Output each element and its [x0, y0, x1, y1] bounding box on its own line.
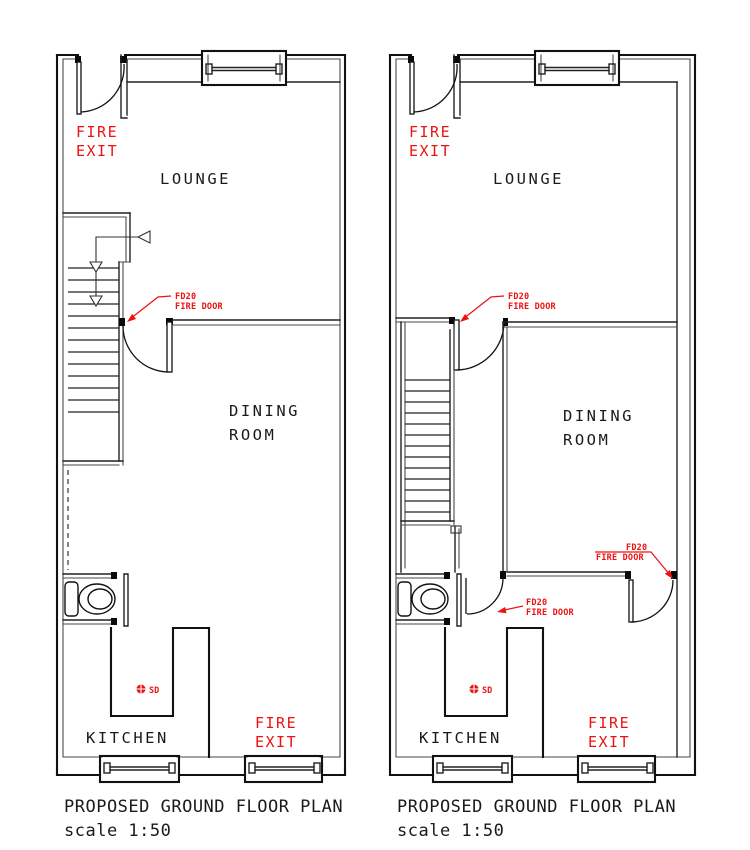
bottom-windows [98, 754, 324, 784]
room-label-dining-2: ROOM [563, 431, 610, 449]
dining-fire-door [625, 571, 677, 623]
smoke-detector: SD [136, 684, 159, 696]
stair-fire-door [449, 317, 508, 371]
fire-door-code: FD20 [508, 292, 529, 302]
fire-exit-bottom-line2: EXIT [255, 733, 297, 751]
fire-door-code: FD20 [626, 543, 647, 553]
smoke-detector: SD [469, 684, 492, 696]
fire-door-label: FIRE DOOR [175, 302, 224, 312]
entrance-fire-exit-door [75, 54, 128, 119]
kitchen-partitions [443, 626, 545, 759]
floor-plan-left: SD FD20 FIRE DOOR FIRE EXIT LOUNGE DININ… [55, 49, 347, 841]
dining-room-walls [502, 321, 678, 577]
smoke-detector-label: SD [149, 686, 159, 696]
fire-door-annotation-dining: FD20 FIRE DOOR [595, 543, 673, 579]
stair-fire-door [119, 318, 173, 373]
staircase [62, 212, 151, 570]
kitchen-fire-door [465, 571, 506, 615]
wc [62, 572, 129, 627]
room-label-lounge: LOUNGE [493, 170, 564, 188]
floor-plan-right: SD FD20 FIRE DOOR FD20 FIRE DOOR [388, 49, 697, 841]
room-label-kitchen: KITCHEN [86, 729, 169, 747]
fire-exit-top-line1: FIRE [409, 123, 451, 141]
stair-treads [68, 267, 119, 413]
lounge-dividing-wall [395, 317, 453, 323]
stair-direction-arrow [89, 230, 151, 308]
fire-exit-top-line2: EXIT [76, 142, 118, 160]
fire-door-annotation-stair: FD20 FIRE DOOR [127, 292, 224, 322]
fire-door-annotation-kitchen: FD20 FIRE DOOR [497, 598, 575, 618]
fire-exit-bottom-line1: FIRE [588, 714, 630, 732]
fire-exit-top-line2: EXIT [409, 142, 451, 160]
dining-wall [171, 319, 341, 326]
fire-door-annotation-stair: FD20 FIRE DOOR [460, 292, 557, 322]
fire-door-label: FIRE DOOR [508, 302, 557, 312]
room-label-lounge: LOUNGE [160, 170, 231, 188]
exterior-walls [388, 53, 697, 777]
exterior-walls [55, 53, 347, 777]
room-label-dining-2: ROOM [229, 426, 276, 444]
fire-door-code: FD20 [175, 292, 196, 302]
staircase [400, 321, 462, 573]
fire-exit-bottom-line1: FIRE [255, 714, 297, 732]
fire-door-label: FIRE DOOR [526, 608, 575, 618]
room-label-dining-1: DINING [229, 402, 300, 420]
stair-treads [405, 379, 450, 513]
entrance-fire-exit-door [408, 54, 461, 119]
toilet [64, 581, 116, 617]
fire-door-label: FIRE DOOR [596, 553, 645, 563]
caption-scale: scale 1:50 [64, 821, 171, 841]
caption-title: PROPOSED GROUND FLOOR PLAN [64, 797, 343, 817]
smoke-detector-label: SD [482, 686, 492, 696]
bottom-windows [431, 754, 657, 784]
fire-exit-bottom-line2: EXIT [588, 733, 630, 751]
fire-door-code: FD20 [526, 598, 547, 608]
wc [395, 572, 462, 627]
caption-title: PROPOSED GROUND FLOOR PLAN [397, 797, 676, 817]
caption-scale: scale 1:50 [397, 821, 504, 841]
kitchen-partitions [109, 626, 211, 759]
toilet [397, 581, 449, 617]
top-window [200, 49, 288, 87]
top-window [533, 49, 621, 87]
room-label-dining-1: DINING [563, 407, 634, 425]
room-label-kitchen: KITCHEN [419, 729, 502, 747]
fire-exit-top-line1: FIRE [76, 123, 118, 141]
